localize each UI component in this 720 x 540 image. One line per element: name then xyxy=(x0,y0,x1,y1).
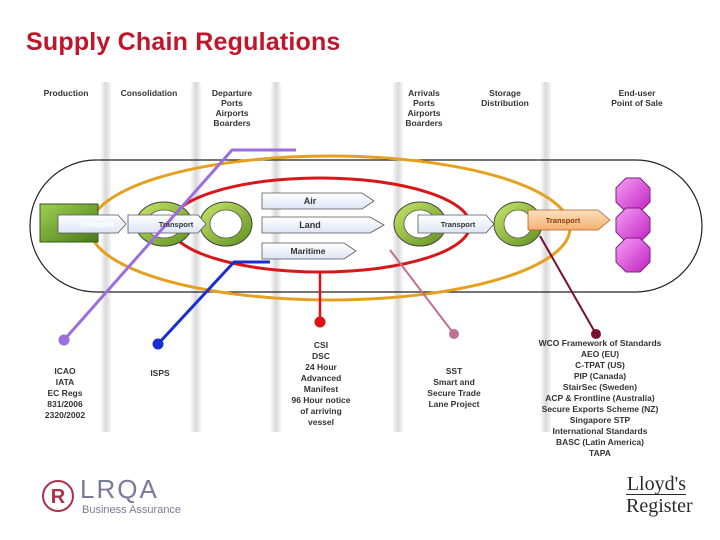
lrqa-subtitle: Business Assurance xyxy=(82,504,182,516)
wco-marker xyxy=(591,329,601,339)
icao-marker xyxy=(58,334,70,346)
air-arrow xyxy=(261,192,375,210)
icao-line xyxy=(62,148,296,341)
icao-note: ICAO IATA EC Regs 831/2006 2320/2002 xyxy=(44,366,86,420)
lrqa-logo: LRQA xyxy=(80,474,159,504)
wco-note: WCO Framework of Standards AEO (EU) C-TP… xyxy=(538,338,662,458)
csi-marker xyxy=(314,316,326,328)
isps-marker xyxy=(152,338,164,350)
column-separator xyxy=(190,82,202,432)
point-of-sale-octagon xyxy=(615,177,651,213)
column-separator xyxy=(100,82,112,432)
lloyds-register-logo: Lloyd's Register xyxy=(626,473,693,517)
sst-marker xyxy=(449,329,459,339)
wco-line xyxy=(539,235,597,335)
isps-note: ISPS xyxy=(150,368,170,378)
transport-arrow-1 xyxy=(57,214,127,234)
transport-arrow-4 xyxy=(527,209,611,231)
lrqa-emblem: R xyxy=(42,480,74,512)
svg-text:R: R xyxy=(51,486,66,508)
column-header-arrivals: Arrivals Ports Airports Boarders xyxy=(405,88,443,128)
column-header-consolidation: Consolidation xyxy=(120,88,178,98)
column-separator xyxy=(540,82,552,432)
lloyds-logo-line1: Lloyd's xyxy=(626,473,686,495)
land-label: Land xyxy=(299,220,321,230)
departure-node-center xyxy=(209,209,243,239)
lloyds-logo-line2: Register xyxy=(626,495,693,517)
point-of-sale-octagon xyxy=(615,237,651,273)
maritime-arrow xyxy=(261,242,357,260)
column-header-production: Production xyxy=(43,88,89,98)
column-header-departure: Departure Ports Airports Boarders xyxy=(211,88,253,128)
supply-chain-track xyxy=(29,159,703,293)
transport-label-1: Transport xyxy=(80,220,115,229)
page-title: Supply Chain Regulations xyxy=(26,28,341,56)
column-header-storage: Storage Distribution xyxy=(481,88,529,108)
point-of-sale-octagon xyxy=(615,207,651,243)
csi-note: CSI DSC 24 Hour Advanced Manifest 96 Hou… xyxy=(291,340,351,427)
maritime-label: Maritime xyxy=(291,246,326,256)
air-label: Air xyxy=(304,196,317,206)
sst-line xyxy=(389,249,455,335)
land-arrow xyxy=(261,216,385,234)
column-header-point-of-sale: End-user Point of Sale xyxy=(611,88,663,108)
transport-arrow-3 xyxy=(417,214,495,234)
transport-label-4: Transport xyxy=(546,216,581,225)
column-separator xyxy=(392,82,404,432)
transport-label-3: Transport xyxy=(441,220,476,229)
isps-line xyxy=(156,260,270,346)
transport-label-2: Transport xyxy=(159,220,194,229)
sst-note: SST Smart and Secure Trade Lane Project xyxy=(427,366,481,409)
